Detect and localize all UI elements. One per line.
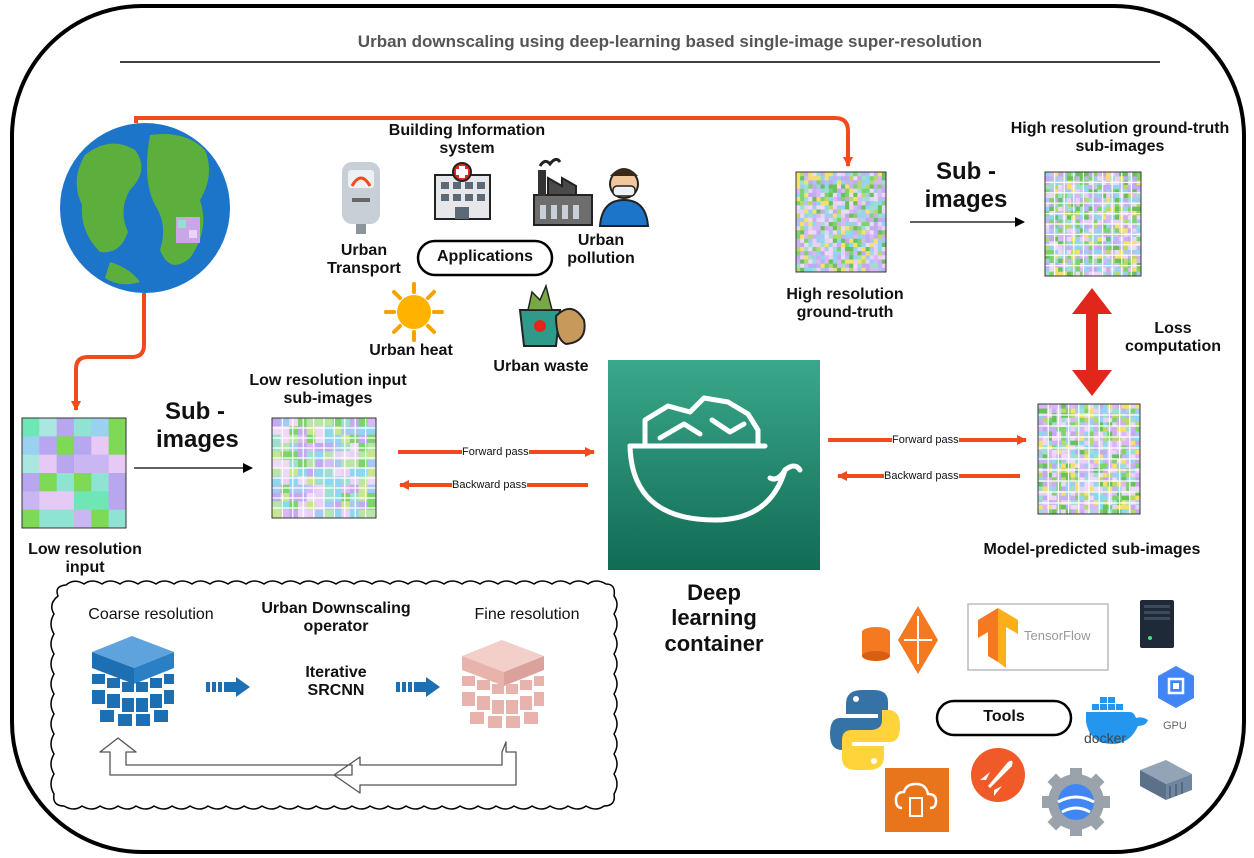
coarse-resolution-cube-icon [92, 636, 174, 726]
globe-icon [60, 123, 230, 293]
label-backward-pass-left: Backward pass [452, 479, 527, 491]
loss-double-arrow [1072, 288, 1112, 396]
label-operator-title: Urban Downscaling operator [261, 600, 411, 636]
docker-icon [1086, 697, 1148, 744]
low-res-sub-images-grid [271, 417, 377, 519]
high-res-ground-truth-image [795, 171, 887, 273]
label-loss-computation: Loss computation [1125, 320, 1221, 356]
label-docker: docker [1084, 730, 1127, 746]
operator-to-fine-arrow [396, 677, 440, 697]
applications-label: Applications [436, 248, 533, 265]
gpu-icon [1158, 666, 1194, 708]
globe-to-hr-arrow [134, 116, 853, 167]
outer-frame [10, 4, 1246, 854]
label-sub-images-right: Sub - images [924, 158, 1008, 213]
tools-pill [935, 699, 1073, 737]
data-pipeline-icon [862, 606, 938, 674]
label-deep-learning-container: Deep learning container [664, 580, 764, 656]
globe-to-lr-arrow [71, 293, 146, 411]
label-sub-images-left: Sub - images [156, 398, 239, 453]
cloud-function-icon [885, 768, 949, 832]
label-forward-pass-left: Forward pass [462, 446, 529, 458]
diagram-title: Urban downscaling using deep-learning ba… [357, 32, 983, 51]
factory-pollution-icon [533, 157, 593, 226]
low-res-input-grid [21, 417, 127, 529]
label-building-info: Building Information system [388, 122, 546, 158]
label-urban-transport: Urban Transport [327, 242, 401, 278]
applications-pill [416, 239, 554, 277]
coarse-to-operator-arrow [206, 677, 250, 697]
label-model-predicted: Model-predicted sub-images [983, 541, 1201, 558]
parking-meter-icon [342, 162, 380, 234]
gear-globe-icon [1042, 768, 1110, 836]
label-forward-pass-right: Forward pass [892, 434, 959, 446]
label-low-res-input: Low resolution input [28, 541, 142, 577]
fine-resolution-cube-icon [462, 640, 544, 728]
model-predicted-sub-images-grid [1037, 403, 1141, 515]
label-tools: Tools [983, 708, 1025, 725]
python-icon [830, 690, 900, 770]
label-low-res-sub: Low resolution input sub-images [249, 372, 407, 408]
server-icon [1140, 600, 1174, 648]
masked-person-icon [598, 168, 650, 227]
tensorflow-icon [967, 603, 1109, 671]
label-iterative-srcnn: Iterative SRCNN [305, 664, 367, 700]
label-coarse-resolution: Coarse resolution [88, 606, 214, 623]
label-gpu: GPU [1163, 720, 1187, 732]
waste-bin-icon [518, 283, 586, 347]
label-urban-pollution: Urban pollution [567, 232, 635, 268]
label-high-res-gt: High resolution ground-truth [786, 286, 904, 322]
hospital-building-icon [434, 162, 491, 220]
operator-cloud-frame [50, 580, 618, 810]
label-backward-pass-right: Backward pass [884, 470, 959, 482]
label-tensorflow: TensorFlow [1024, 628, 1091, 643]
rocket-icon [971, 748, 1025, 802]
label-fine-resolution: Fine resolution [474, 606, 580, 623]
storage-array-icon [1140, 760, 1192, 800]
label-high-res-gt-sub: High resolution ground-truth sub-images [1010, 120, 1230, 156]
deep-learning-container-icon [608, 360, 820, 570]
feedback-loop-arrow [99, 737, 517, 794]
sun-icon [384, 282, 444, 342]
label-urban-heat: Urban heat [369, 342, 453, 359]
label-urban-waste: Urban waste [493, 358, 589, 375]
high-res-gt-sub-images-grid [1044, 171, 1142, 277]
